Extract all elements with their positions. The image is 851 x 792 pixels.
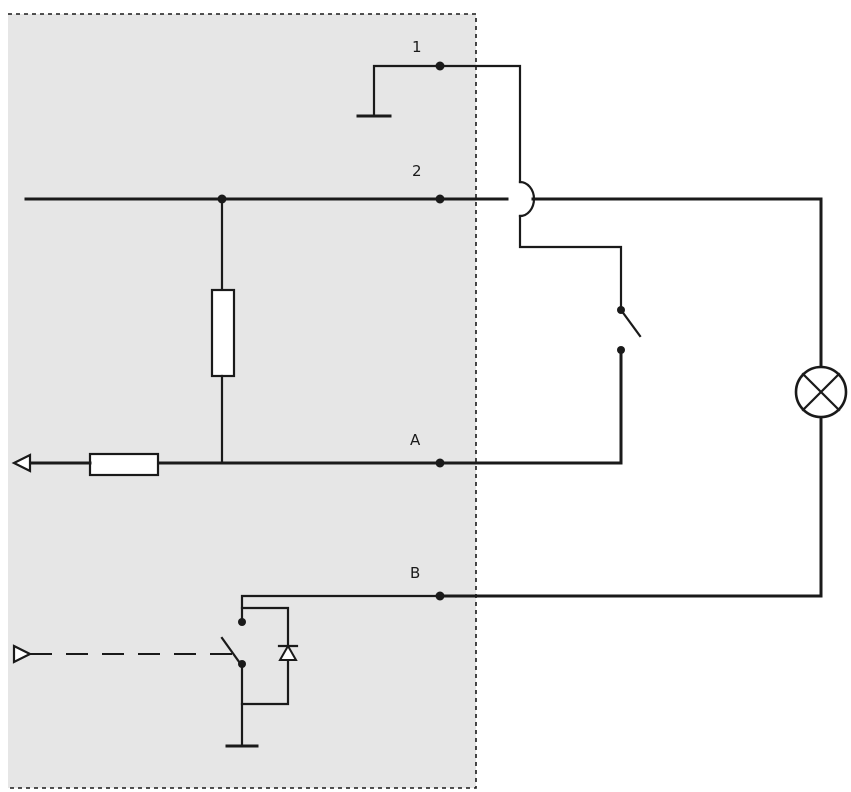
junction-terminal-a <box>435 458 445 468</box>
junction-resistor-top <box>217 194 227 204</box>
terminal-2-circuit <box>24 197 823 368</box>
arrow-left-icon <box>11 453 32 473</box>
junction-terminal-2 <box>435 194 445 204</box>
terminal-2-label: 2 <box>412 162 422 180</box>
switch-icon <box>617 306 642 354</box>
arrow-right-icon <box>12 644 33 664</box>
terminal-1-label: 1 <box>412 38 422 56</box>
junction-terminal-1 <box>435 61 445 71</box>
input-line <box>11 452 442 477</box>
device-boundary <box>8 14 476 788</box>
resistor-icon <box>88 452 160 477</box>
resistor-icon <box>210 288 236 378</box>
relay-output-circuit <box>12 594 442 748</box>
junction-terminal-b <box>435 591 445 601</box>
device-boundary-border <box>8 13 477 789</box>
terminal-b-label: B <box>410 564 420 582</box>
lamp-icon <box>794 365 848 419</box>
diode-icon <box>277 643 299 661</box>
terminal-b-external-wire <box>438 416 823 598</box>
terminal-a-label: A <box>410 431 421 449</box>
terminal-a-external-wire <box>438 348 623 465</box>
terminal-1-circuit <box>356 64 623 308</box>
pullup-resistor <box>210 197 236 465</box>
